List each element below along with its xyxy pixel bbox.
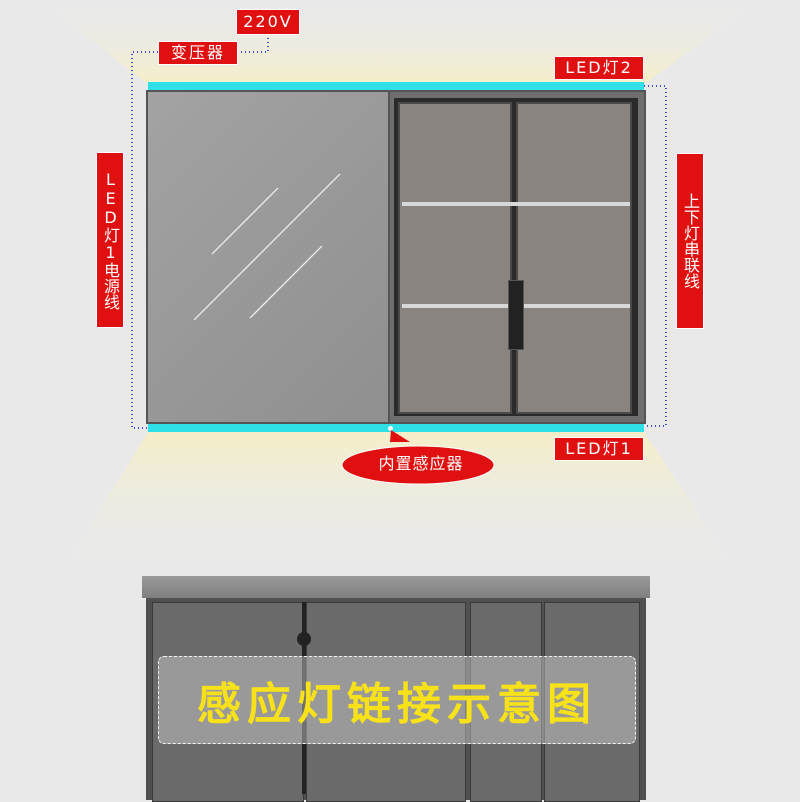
lower-door-center[interactable] xyxy=(306,602,466,802)
sensor-label: 内置感应器 xyxy=(378,454,464,473)
led-strip-1 xyxy=(148,424,644,432)
lower-cabinet xyxy=(146,598,646,802)
lower-handle-knob[interactable] xyxy=(297,632,311,646)
lower-door-right[interactable] xyxy=(544,602,640,802)
transformer-label: 变压器 xyxy=(158,41,238,65)
glass-door-left[interactable] xyxy=(398,102,512,414)
led2-label: LED灯2 xyxy=(554,56,644,80)
glass-door-frame xyxy=(390,92,644,422)
led-strip-2 xyxy=(148,82,644,90)
glass-door-right[interactable] xyxy=(516,102,632,414)
mirror-reflection xyxy=(193,173,341,321)
shelf-1 xyxy=(402,202,630,206)
diagram-title: 感应灯链接示意图 xyxy=(197,679,597,730)
diagram-title-banner: 感应灯链接示意图 xyxy=(158,656,636,744)
power-220v-label: 220V xyxy=(236,9,300,35)
led1-power-line-label: LED灯1电源线 xyxy=(96,152,124,328)
sensor-dot xyxy=(388,426,393,431)
mirror-door xyxy=(148,92,388,422)
sensor-callout xyxy=(341,430,495,485)
lower-door-left[interactable] xyxy=(152,602,304,802)
lower-drawer-column[interactable] xyxy=(470,602,542,802)
upper-cabinet xyxy=(146,90,646,424)
led1-label: LED灯1 xyxy=(554,437,644,461)
series-line-label: 上下灯串联线 xyxy=(676,153,704,329)
countertop xyxy=(142,576,650,598)
door-handle[interactable] xyxy=(508,280,524,350)
lower-handle-bar[interactable] xyxy=(302,602,306,794)
